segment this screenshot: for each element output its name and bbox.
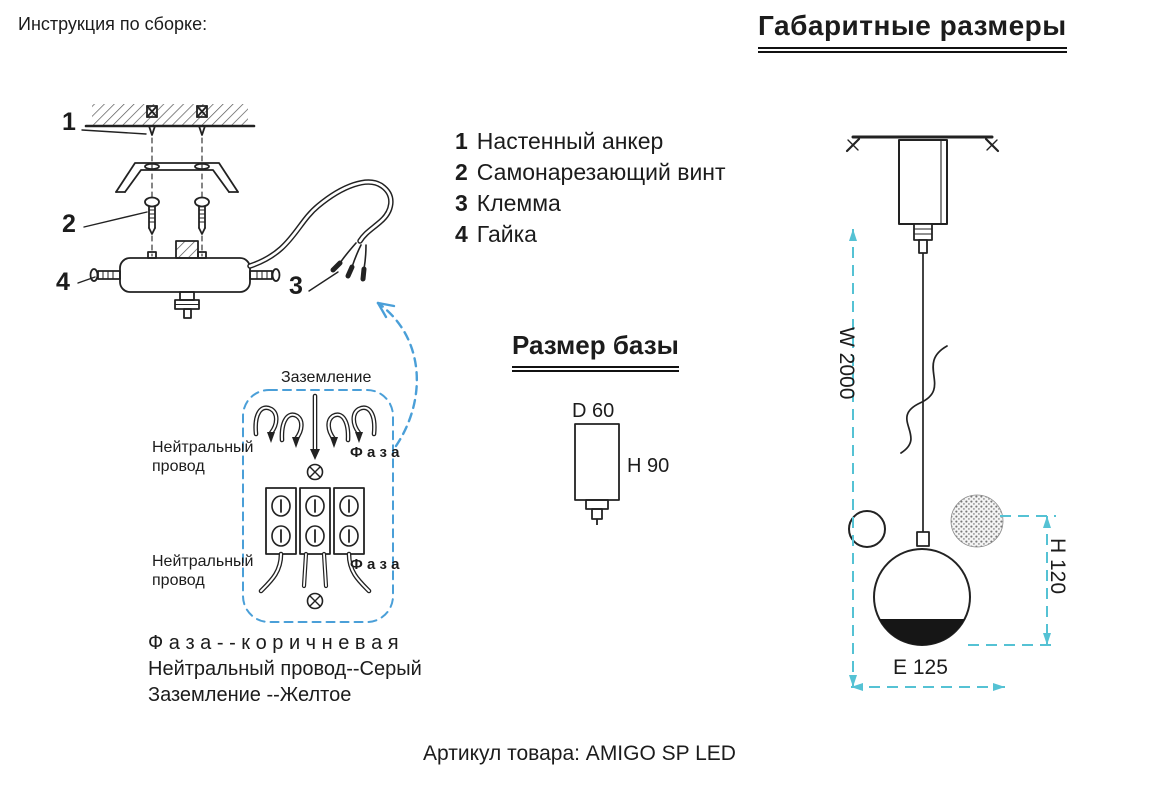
part-item: 1 Настенный анкер [455,126,726,157]
dimensions-title: Габаритные размеры [758,10,1067,53]
phase-label-top: Ф а з а [350,444,400,461]
base-size-title: Размер базы [512,330,679,372]
part-label: Настенный анкер [476,128,664,154]
part-number: 1 [455,128,468,154]
callout-1: 1 [62,108,76,136]
dimension-lines [849,229,1056,691]
ground-label: Заземление [281,369,372,386]
pendant-diagram [845,135,1004,646]
part-item: 3 Клемма [455,188,726,219]
legend-neutral: Нейтральный провод--Серый [148,658,422,680]
instruction-title: Инструкция по сборке: [18,14,208,34]
callout-4: 4 [56,268,70,296]
article-footer: Артикул товара: AMIGO SP LED [423,742,736,765]
callout-2: 2 [62,210,76,238]
legend-ground: Заземление --Желтое [148,684,352,706]
part-item: 2 Самонарезающий винт [455,157,726,188]
part-number: 4 [455,221,468,247]
legend-phase: Ф а з а - - к о р и ч н е в а я [148,632,399,654]
part-item: 4 Гайка [455,219,726,250]
base-size-diagram [574,423,620,525]
part-number: 3 [455,190,468,216]
lamp-width-label: E 125 [893,656,948,679]
wire-color-legend: Ф а з а - - к о р и ч н е в а я Нейтраль… [148,630,422,708]
base-diameter-label: D 60 [572,400,615,422]
part-number: 2 [455,159,468,185]
neutral-label-top: Нейтральный провод [152,439,254,475]
callout-3: 3 [289,272,303,300]
part-label: Самонарезающий винт [476,159,726,185]
assembly-diagram [77,104,394,319]
wiring-diagram [242,389,394,623]
neutral-label-bottom: Нейтральный провод [152,553,254,589]
part-label: Гайка [476,221,537,247]
part-label: Клемма [476,190,561,216]
base-height-label: H 90 [627,455,670,477]
lamp-height-label: H 120 [1046,538,1069,595]
phase-label-bottom: Ф а з а [350,556,400,573]
wire-length-label: W 2000 [835,327,858,400]
wire-transfer-arrow-icon [376,301,419,448]
